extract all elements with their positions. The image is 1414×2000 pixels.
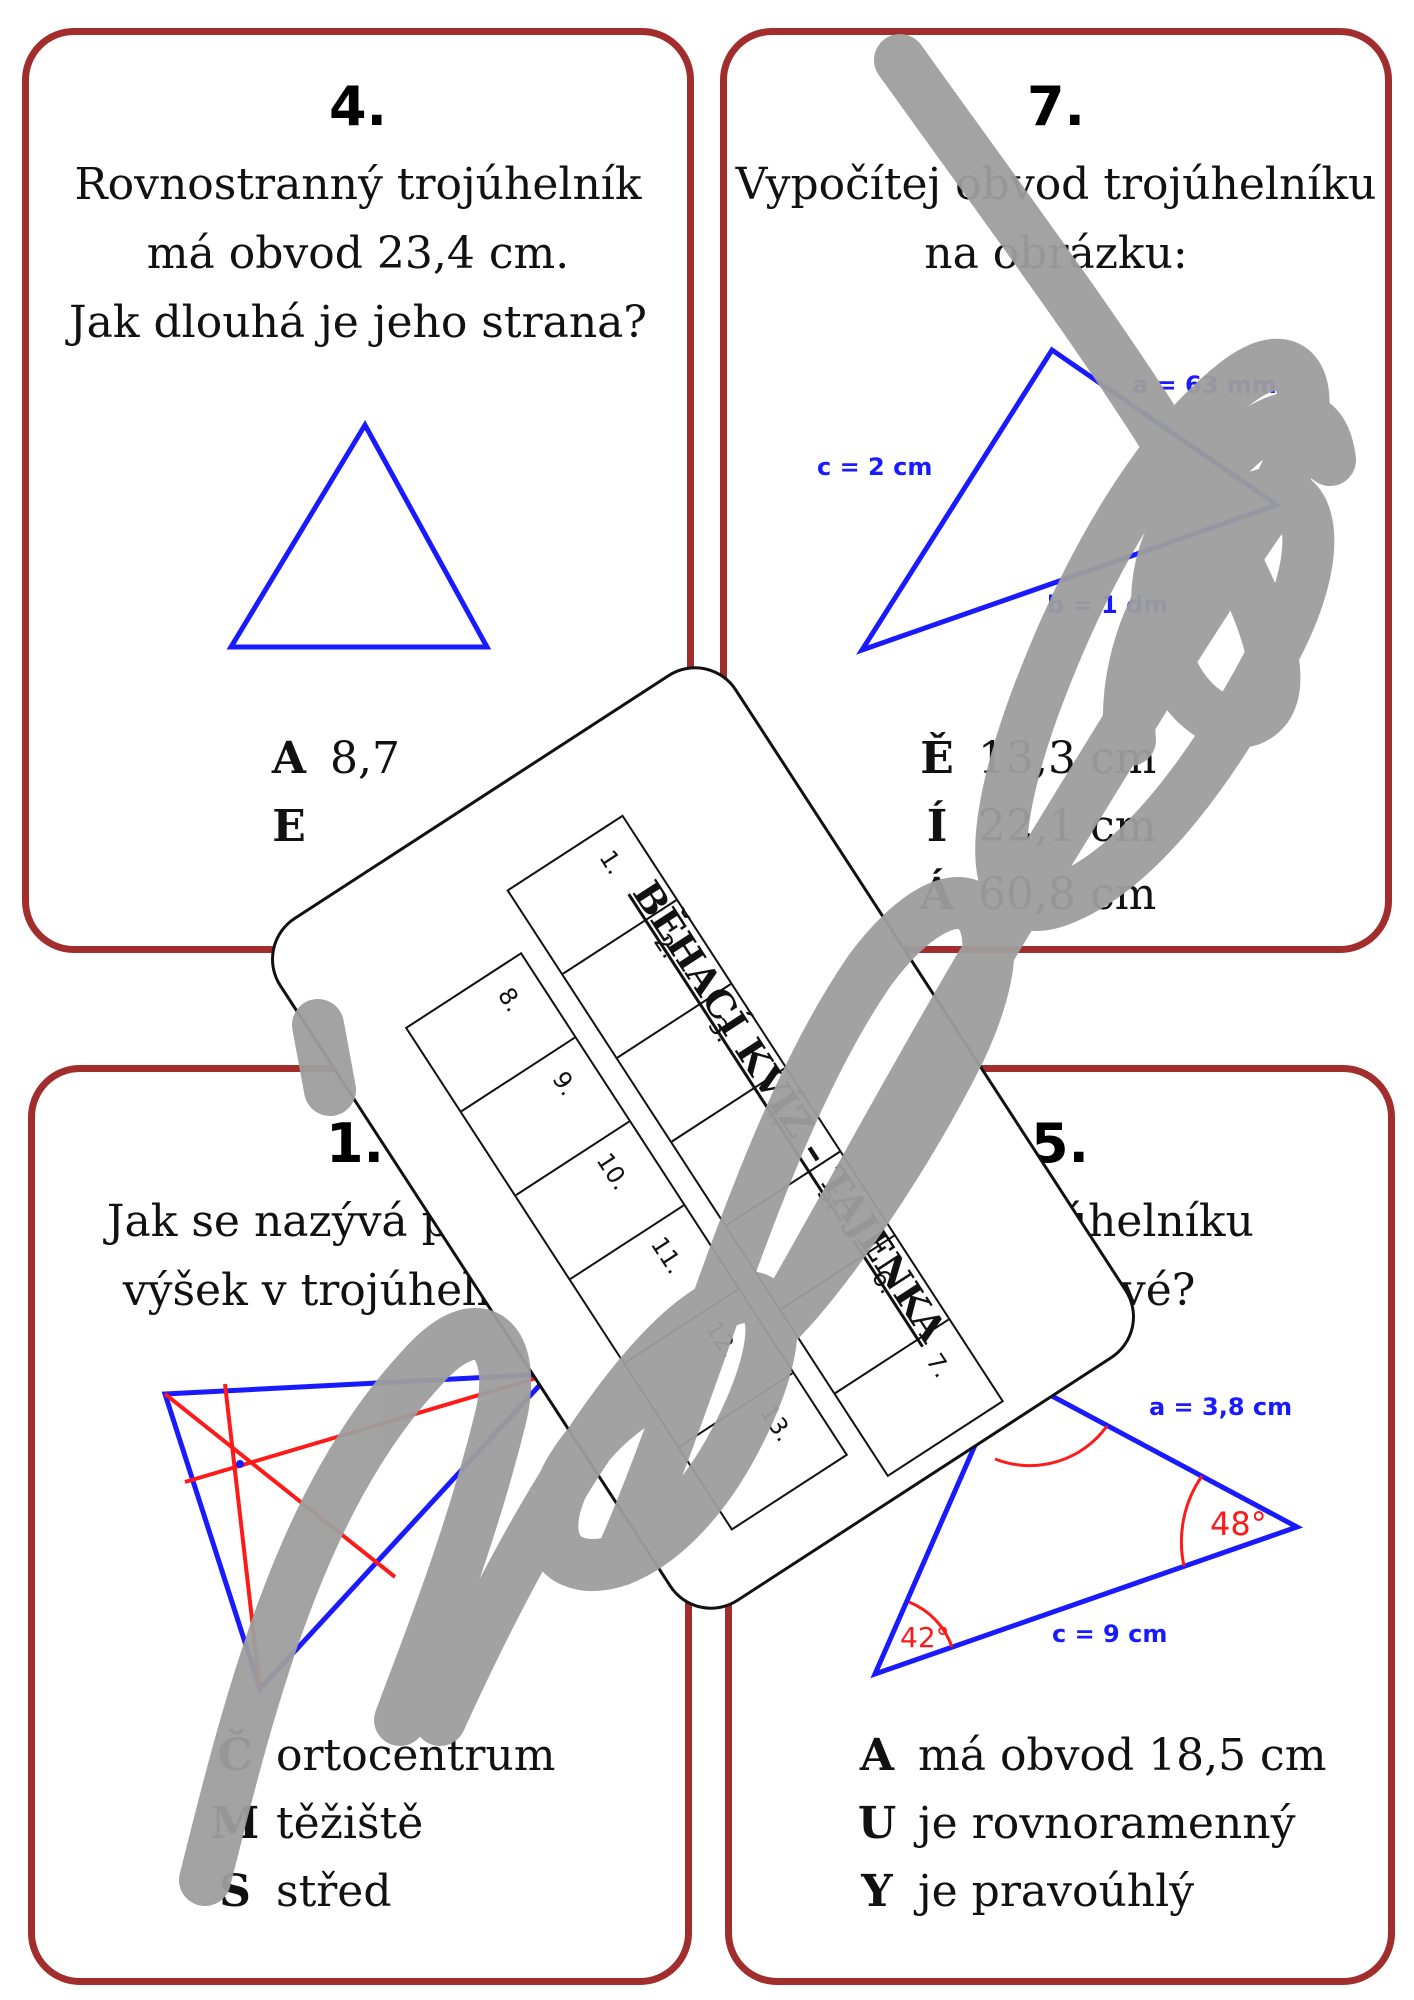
answer-row: U je rovnoramenný — [842, 1790, 1326, 1858]
question-line: má obvod 23,4 cm. — [146, 228, 570, 279]
answers: Č ortocentrum M těžiště S střed — [200, 1722, 556, 1926]
answer-text: 8,7 — [330, 733, 400, 784]
answer-row: Y je pravoúhlý — [842, 1858, 1326, 1926]
angle-label: 48° — [1210, 1505, 1267, 1543]
card-number: 7. — [1026, 75, 1086, 138]
answer-text: je rovnoramenný — [918, 1798, 1296, 1849]
answers: A 8,7 E — [254, 725, 400, 861]
answer-row: E — [254, 793, 400, 861]
question-line: Jak dlouhá je jeho strana? — [69, 297, 647, 348]
equilateral-triangle-figure — [226, 419, 492, 650]
card-number: 4. — [328, 75, 388, 138]
triangle-angles-figure: a = 3,8 cm b = c = 9 cm 48° 42° — [817, 1368, 1304, 1679]
answer-letter: U — [857, 1798, 897, 1849]
side-label-a: a = 3,8 cm — [1149, 1393, 1292, 1421]
watermark-stroke-d — [874, 34, 1356, 749]
question: Rovnostranný trojúhelník má obvod 23,4 c… — [29, 150, 687, 357]
answers: A má obvod 18,5 cm U je rovnoramenný Y j… — [842, 1722, 1327, 1926]
question-line: Vypočítej obvod trojúhelníku — [735, 159, 1377, 210]
answer-letter: A — [271, 733, 307, 784]
side-label-c: c = 2 cm — [817, 453, 932, 481]
watermark-stroke-n — [179, 1308, 532, 1906]
answer-text: má obvod 18,5 cm — [918, 1730, 1327, 1781]
watermark-accent-stroke — [292, 999, 356, 1116]
answer-text: těžiště — [276, 1798, 424, 1849]
answer-row: A 8,7 — [254, 725, 400, 793]
answer-letter: A — [859, 1730, 895, 1781]
answer-letter: Í — [926, 801, 948, 852]
answer-text: střed — [276, 1866, 392, 1917]
answer-text: je pravoúhlý — [918, 1866, 1195, 1917]
question-line: Rovnostranný trojúhelník — [74, 159, 642, 210]
angle-label: 42° — [900, 1621, 950, 1654]
card-4: 4. Rovnostranný trojúhelník má obvod 23,… — [22, 28, 694, 953]
answer-row: A má obvod 18,5 cm — [842, 1722, 1327, 1790]
answer-letter: E — [272, 801, 306, 852]
answer-letter: Y — [861, 1866, 893, 1917]
watermark-stroke-a — [414, 1271, 798, 1746]
answer-letter: Ě — [920, 733, 954, 784]
side-label-c: c = 9 cm — [1052, 1620, 1167, 1648]
